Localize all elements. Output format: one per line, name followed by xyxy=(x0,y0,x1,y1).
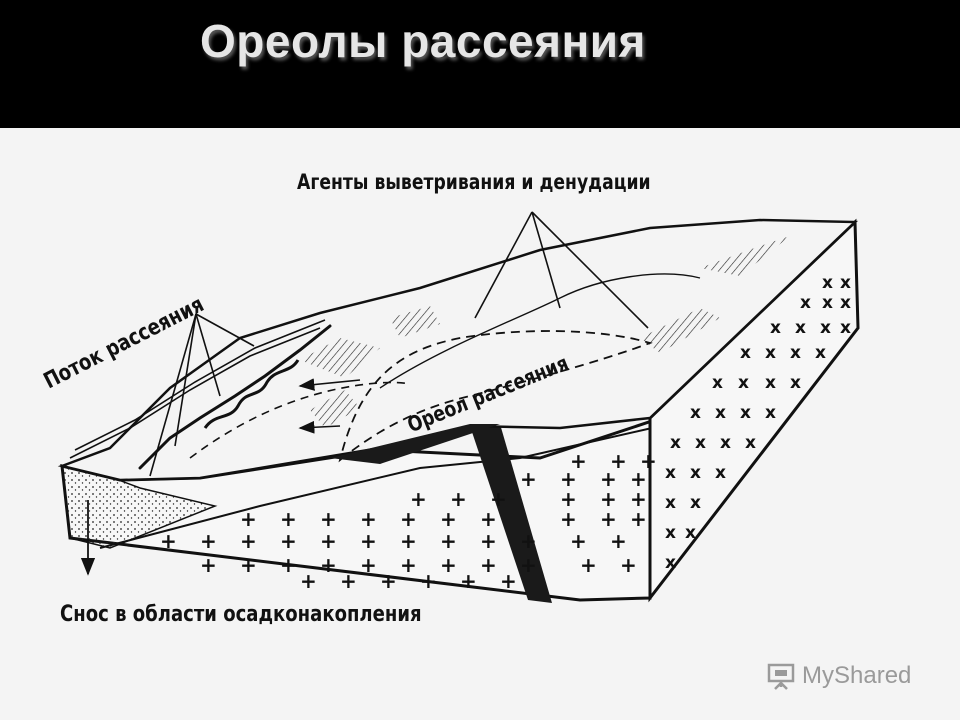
x-symbol: x xyxy=(795,318,806,338)
plus-symbol: + xyxy=(160,529,177,553)
x-symbol: x xyxy=(712,373,723,393)
x-symbol: x xyxy=(670,433,681,453)
plus-symbol: + xyxy=(440,529,457,553)
x-symbol: x xyxy=(790,343,801,363)
x-symbol: x xyxy=(665,463,676,483)
plus-symbol: + xyxy=(360,507,377,531)
plus-symbol: + xyxy=(560,507,577,531)
x-symbol: x xyxy=(740,403,751,423)
plus-symbol: + xyxy=(440,553,457,577)
plus-symbol: + xyxy=(630,467,647,491)
plus-symbol: + xyxy=(490,487,507,511)
front-face-symbols: ++++++++++++++++++++++++++++++++++++++++… xyxy=(160,449,657,593)
x-symbol: x xyxy=(665,523,676,543)
x-symbol: x xyxy=(790,373,801,393)
plus-symbol: + xyxy=(420,569,437,593)
plus-symbol: + xyxy=(600,487,617,511)
plus-symbol: + xyxy=(280,507,297,531)
plus-symbol: + xyxy=(610,529,627,553)
plus-symbol: + xyxy=(500,569,517,593)
plus-symbol: + xyxy=(240,507,257,531)
plus-symbol: + xyxy=(630,487,647,511)
x-symbol: x xyxy=(840,273,851,293)
x-symbol: x xyxy=(740,343,751,363)
x-symbol: x xyxy=(770,318,781,338)
plus-symbol: + xyxy=(440,507,457,531)
plus-symbol: + xyxy=(280,529,297,553)
plus-symbol: + xyxy=(630,507,647,531)
x-symbol: x xyxy=(820,318,831,338)
plus-symbol: + xyxy=(380,569,397,593)
x-symbol: x xyxy=(690,493,701,513)
plus-symbol: + xyxy=(600,507,617,531)
watermark: MyShared xyxy=(766,660,911,692)
plus-symbol: + xyxy=(320,529,337,553)
plus-symbol: + xyxy=(320,507,337,531)
plus-symbol: + xyxy=(360,553,377,577)
x-symbol: x xyxy=(665,553,676,573)
x-symbol: x xyxy=(715,403,726,423)
presentation-icon xyxy=(767,663,795,690)
block-diagram: ++++++++++++++++++++++++++++++++++++++++… xyxy=(57,211,860,603)
x-symbol: x xyxy=(690,463,701,483)
x-symbol: x xyxy=(800,293,811,313)
agents-pointers xyxy=(474,211,649,329)
watermark-text: MyShared xyxy=(802,662,912,689)
stream-pointers xyxy=(149,313,255,477)
x-symbol: x xyxy=(840,293,851,313)
plus-symbol: + xyxy=(240,553,257,577)
x-symbol: x xyxy=(815,343,826,363)
plus-symbol: + xyxy=(450,487,467,511)
plus-symbol: + xyxy=(400,553,417,577)
x-symbol: x xyxy=(665,493,676,513)
plus-symbol: + xyxy=(600,467,617,491)
x-symbol: x xyxy=(765,373,776,393)
plus-symbol: + xyxy=(520,467,537,491)
plus-symbol: + xyxy=(400,507,417,531)
plus-symbol: + xyxy=(560,467,577,491)
x-symbol: x xyxy=(715,463,726,483)
plus-symbol: + xyxy=(300,569,317,593)
x-symbol: x xyxy=(840,318,851,338)
plus-symbol: + xyxy=(200,553,217,577)
plus-symbol: + xyxy=(640,449,657,473)
x-symbol: x xyxy=(685,523,696,543)
plus-symbol: + xyxy=(320,553,337,577)
plus-symbol: + xyxy=(570,449,587,473)
plus-symbol: + xyxy=(340,569,357,593)
plus-symbol: + xyxy=(460,569,477,593)
plus-symbol: + xyxy=(200,529,217,553)
plus-symbol: + xyxy=(480,507,497,531)
agents-label: Агенты выветривания и денудации xyxy=(297,170,651,194)
plus-symbol: + xyxy=(360,529,377,553)
plus-symbol: + xyxy=(520,529,537,553)
x-symbol: x xyxy=(765,343,776,363)
plus-symbol: + xyxy=(410,487,427,511)
plus-symbol: + xyxy=(570,529,587,553)
x-symbol: x xyxy=(822,273,833,293)
x-symbol: x xyxy=(738,373,749,393)
plus-symbol: + xyxy=(400,529,417,553)
plus-symbol: + xyxy=(520,553,537,577)
x-symbol: x xyxy=(822,293,833,313)
slide-title: Ореолы рассеяния xyxy=(200,15,646,67)
x-symbol: x xyxy=(720,433,731,453)
plus-symbol: + xyxy=(480,529,497,553)
drift-label: Снос в области осадконакопления xyxy=(60,602,422,627)
plus-symbol: + xyxy=(580,553,597,577)
plus-symbol: + xyxy=(280,553,297,577)
plus-symbol: + xyxy=(620,553,637,577)
plus-symbol: + xyxy=(560,487,577,511)
top-surface xyxy=(57,218,859,482)
plus-symbol: + xyxy=(480,553,497,577)
x-symbol: x xyxy=(690,403,701,423)
title-bar xyxy=(0,0,960,128)
front-face xyxy=(60,417,657,603)
x-symbol: x xyxy=(765,403,776,423)
x-symbol: x xyxy=(695,433,706,453)
plus-symbol: + xyxy=(240,529,257,553)
x-symbol: x xyxy=(745,433,756,453)
plus-symbol: + xyxy=(610,449,627,473)
